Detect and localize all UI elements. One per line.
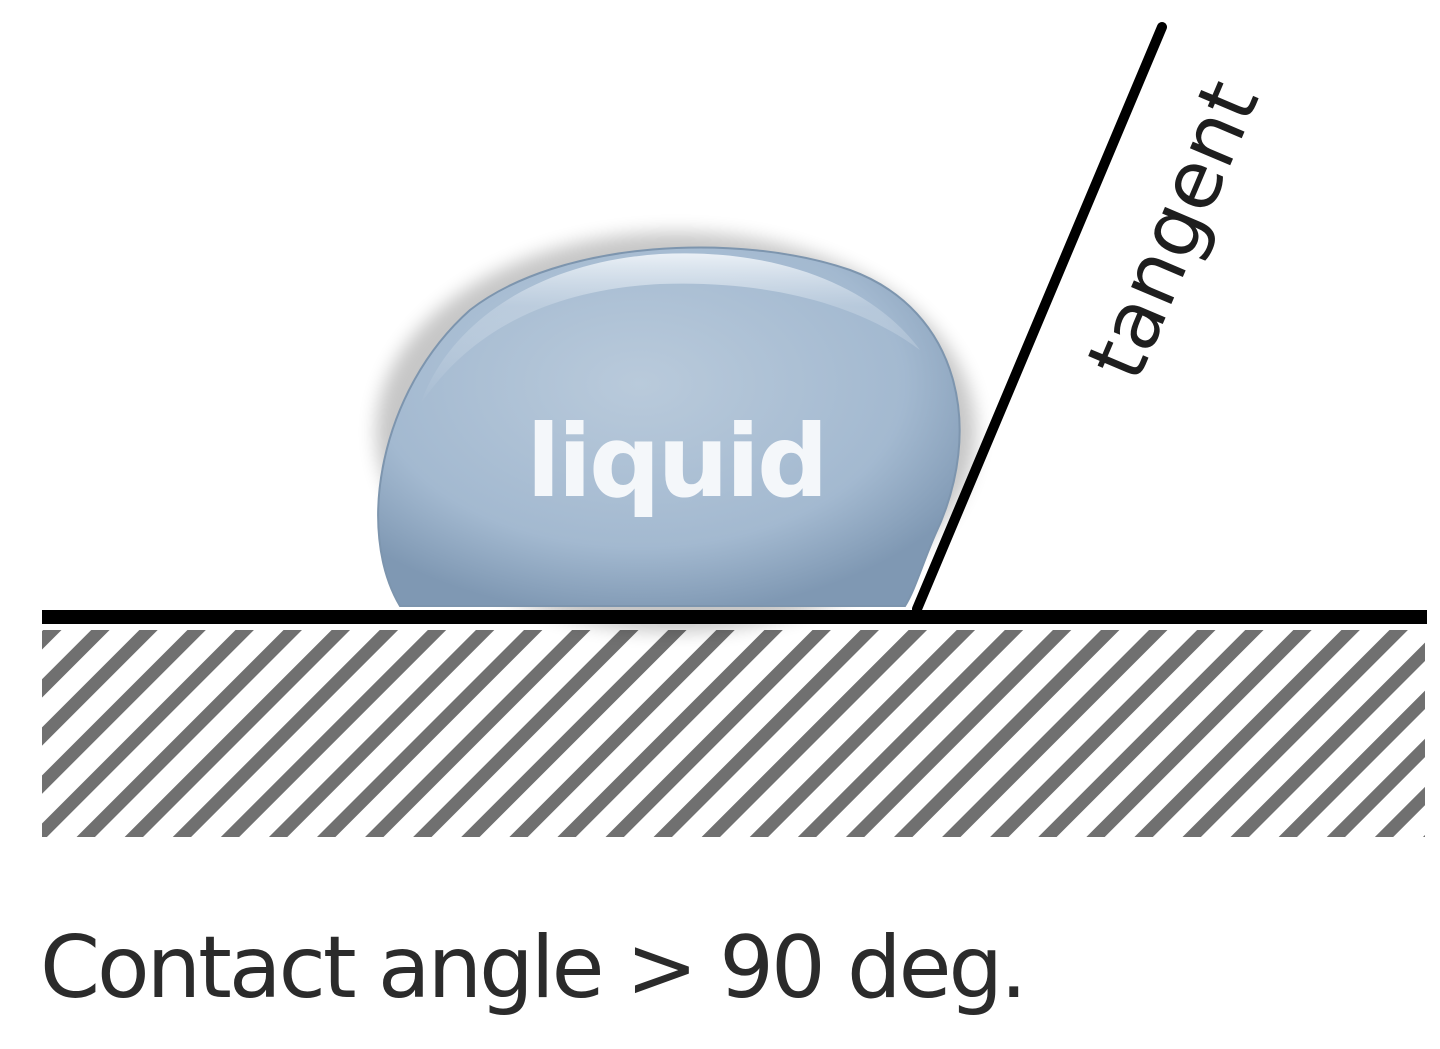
substrate-hatching	[42, 630, 1425, 837]
liquid-label: liquid	[526, 403, 825, 520]
liquid-droplet	[377, 246, 961, 607]
tangent-label: tangent	[1069, 68, 1277, 393]
droplet-highlight	[420, 253, 920, 405]
tangent-line	[912, 22, 1167, 614]
diagram-caption: Contact angle > 90 deg.	[40, 918, 1027, 1018]
